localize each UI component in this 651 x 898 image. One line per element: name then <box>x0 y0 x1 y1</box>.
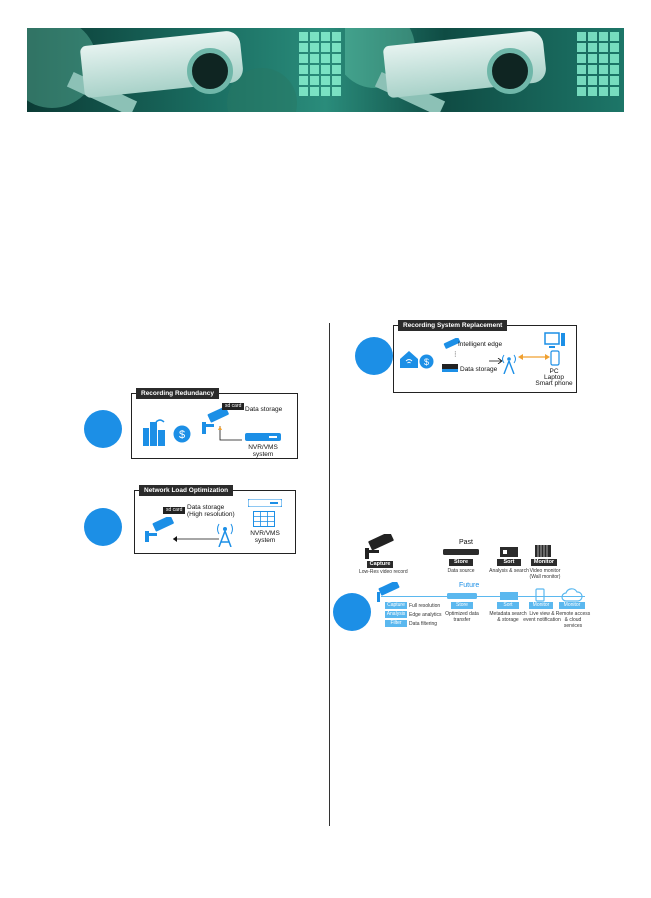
arrow-connector-icon <box>218 426 242 441</box>
diagram-past-future: Capture Low-Res video record Past Store … <box>355 530 595 630</box>
column-divider <box>329 323 330 826</box>
past-capture-note: Low-Res video record <box>359 569 408 575</box>
future-store-box: Store <box>451 602 473 609</box>
future-monitor-box: Monitor <box>529 602 553 609</box>
diagram-network-load-optimization: Network Load Optimization sd card Data s… <box>134 485 296 554</box>
pixel-grid-decoration <box>577 32 619 96</box>
camera-icon <box>377 582 400 602</box>
monitor-grid-icon <box>253 511 275 527</box>
past-capture-box: Capture <box>367 561 393 568</box>
storage-device-icon <box>443 549 479 555</box>
future-cloud-box: Monitor <box>559 602 585 609</box>
future-sort-note: Metadata search & storage <box>489 611 527 623</box>
dollar-icon: $ <box>173 425 191 443</box>
future-cloud-note: Remote access & cloud services <box>555 611 591 629</box>
future-monitor-note: Live view & event notification <box>523 611 561 623</box>
banner-panel-left <box>27 28 345 112</box>
camera-lens-icon <box>487 48 533 94</box>
tablet-icon <box>535 588 545 602</box>
camera-icon <box>443 338 461 349</box>
past-sort-box: Sort <box>497 559 521 566</box>
sd-card-label: sd card <box>222 403 245 410</box>
antenna-icon <box>217 523 233 547</box>
future-heading: Future <box>459 582 480 589</box>
svg-text:$: $ <box>424 357 429 367</box>
banner-panel-right <box>345 28 624 112</box>
future-analysis-note: Edge analytics <box>409 612 442 618</box>
pixel-grid-decoration <box>299 32 341 96</box>
laptop-label: Laptop <box>544 374 564 381</box>
camera-icon <box>365 534 394 559</box>
storage-label-line2: (High resolution) <box>187 511 235 518</box>
storage-label-line1: Data storage <box>187 504 225 511</box>
pc-monitor-icon <box>544 332 565 348</box>
header-banner-image <box>27 28 624 112</box>
camera-icon <box>145 517 174 542</box>
future-sort-box: Sort <box>497 602 519 609</box>
data-storage-label: Data storage <box>460 366 498 373</box>
sd-card-icon <box>442 364 458 372</box>
nvr-device-icon <box>248 499 282 507</box>
future-analysis-tag: Analysis <box>385 611 407 618</box>
dollar-icon: $ <box>419 354 434 369</box>
diagram-recording-system-replacement: Recording System Replacement $ Intellige… <box>393 320 577 393</box>
storage-device-icon <box>447 593 477 599</box>
bidirectional-arrow-icon <box>518 354 550 360</box>
past-sort-note: Analysis & search <box>489 568 529 574</box>
intelligent-edge-label: Intelligent edge <box>458 341 503 348</box>
section-number-circle <box>355 337 393 375</box>
past-heading: Past <box>459 539 474 546</box>
future-timeline-line <box>381 596 585 597</box>
server-icon <box>500 592 518 600</box>
smartphone-icon <box>550 350 560 366</box>
diagram-title: Network Load Optimization <box>139 485 234 496</box>
svg-text:$: $ <box>179 429 185 441</box>
nvr-label-line2: system <box>254 537 276 544</box>
past-monitor-box: Monitor <box>531 559 557 566</box>
nvr-device-icon <box>245 433 281 441</box>
diagram-title: Recording Redundancy <box>136 388 219 399</box>
section-number-circle <box>84 508 122 546</box>
wall-monitor-icon <box>535 545 551 557</box>
diagram-recording-redundancy: Recording Redundancy $ sd card Data stor… <box>131 388 298 459</box>
camera-icon <box>202 406 229 434</box>
building-icon <box>143 419 165 446</box>
future-store-note: Optimized data transfer <box>445 611 479 623</box>
pc-label: PC <box>549 368 559 375</box>
cloud-icon <box>561 588 583 602</box>
house-icon <box>400 351 418 368</box>
future-capture-note: Full resolution <box>409 603 441 609</box>
future-filter-tag: Filter <box>385 620 407 627</box>
future-filter-note: Data filtering <box>409 621 438 627</box>
section-number-circle <box>333 593 371 631</box>
diagram-title: Recording System Replacement <box>398 320 508 331</box>
past-store-note: Data source <box>447 568 475 574</box>
future-capture-tag: Capture <box>385 602 407 609</box>
camera-lens-icon <box>187 48 233 94</box>
past-monitor-note: Video monitor (Wall monitor) <box>529 568 561 580</box>
sd-card-label: sd card <box>163 507 186 514</box>
ellipsis-mark: ⋮ <box>452 351 459 358</box>
server-icon <box>500 547 518 557</box>
antenna-icon <box>502 354 516 374</box>
data-storage-label: Data storage <box>245 406 283 413</box>
section-number-circle <box>84 410 122 448</box>
smartphone-label: Smart phone <box>535 380 573 387</box>
past-store-box: Store <box>449 559 473 566</box>
nvr-label-line1: NVR/VMS <box>250 530 280 537</box>
arrow-right-icon <box>489 358 503 364</box>
nvr-label-line2: system <box>252 451 274 458</box>
arrow-connector-icon <box>173 536 219 542</box>
nvr-label-line1: NVR/VMS <box>248 444 278 451</box>
